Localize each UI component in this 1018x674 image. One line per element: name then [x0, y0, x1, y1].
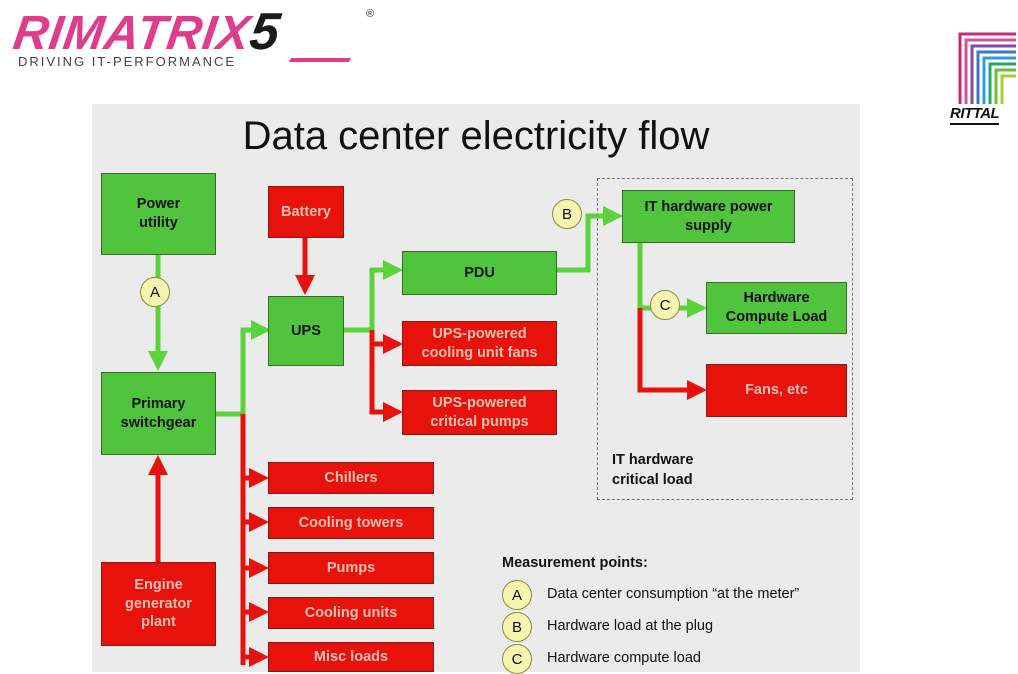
- arrow-ups-to-cooling-fans: [369, 330, 403, 354]
- arrow-supply-to-fans: [637, 308, 707, 400]
- primary-switchgear-box: Primary switchgear: [101, 372, 216, 455]
- logo-tagline: DRIVING IT-PERFORMANCE: [18, 54, 237, 69]
- pdu-box: PDU: [402, 251, 557, 295]
- power-utility-box: Power utility: [101, 173, 216, 255]
- arrow-ups-to-pdu: [344, 260, 403, 333]
- engine-generator-box: Engine generator plant: [101, 562, 216, 646]
- registered-mark: ®: [366, 8, 375, 20]
- arrow-ups-to-pumps: [369, 344, 403, 422]
- legend-key-c: C: [502, 644, 532, 674]
- it-critical-load-boundary: [597, 178, 853, 500]
- legend-text-c: Hardware compute load: [547, 650, 701, 666]
- arrow-switchgear-to-ups: [216, 320, 271, 417]
- legend-title: Measurement points:: [502, 555, 648, 571]
- measure-point-b: B: [552, 199, 582, 229]
- hardware-compute-load-box: Hardware Compute Load: [706, 282, 847, 334]
- legend-text-a: Data center consumption “at the meter”: [547, 586, 800, 602]
- measure-point-a: A: [140, 277, 170, 307]
- diagram-title: Data center electricity flow: [242, 114, 710, 158]
- cooling-towers-box: Cooling towers: [268, 507, 434, 539]
- arrow-pdu-to-it-supply: [557, 206, 623, 273]
- pumps-box: Pumps: [268, 552, 434, 584]
- ups-box: UPS: [268, 296, 344, 366]
- it-hardware-power-supply-box: IT hardware power supply: [622, 190, 795, 243]
- measure-point-c: C: [650, 290, 680, 320]
- battery-box: Battery: [268, 186, 344, 238]
- chillers-box: Chillers: [268, 462, 434, 494]
- it-critical-load-label: IT hardware critical load: [612, 452, 694, 489]
- rittal-brand-name: RITTAL: [950, 105, 1000, 125]
- cooling-units-box: Cooling units: [268, 597, 434, 629]
- legend-key-b: B: [502, 612, 532, 642]
- ups-cooling-fans-box: UPS-powered cooling unit fans: [402, 321, 557, 366]
- legend-key-a: A: [502, 580, 532, 610]
- legend-text-b: Hardware load at the plug: [547, 618, 714, 634]
- rittal-logo-icon: [958, 30, 1018, 106]
- fans-etc-box: Fans, etc: [706, 364, 847, 417]
- ups-critical-pumps-box: UPS-powered critical pumps: [402, 390, 557, 435]
- misc-loads-box: Misc loads: [268, 642, 434, 672]
